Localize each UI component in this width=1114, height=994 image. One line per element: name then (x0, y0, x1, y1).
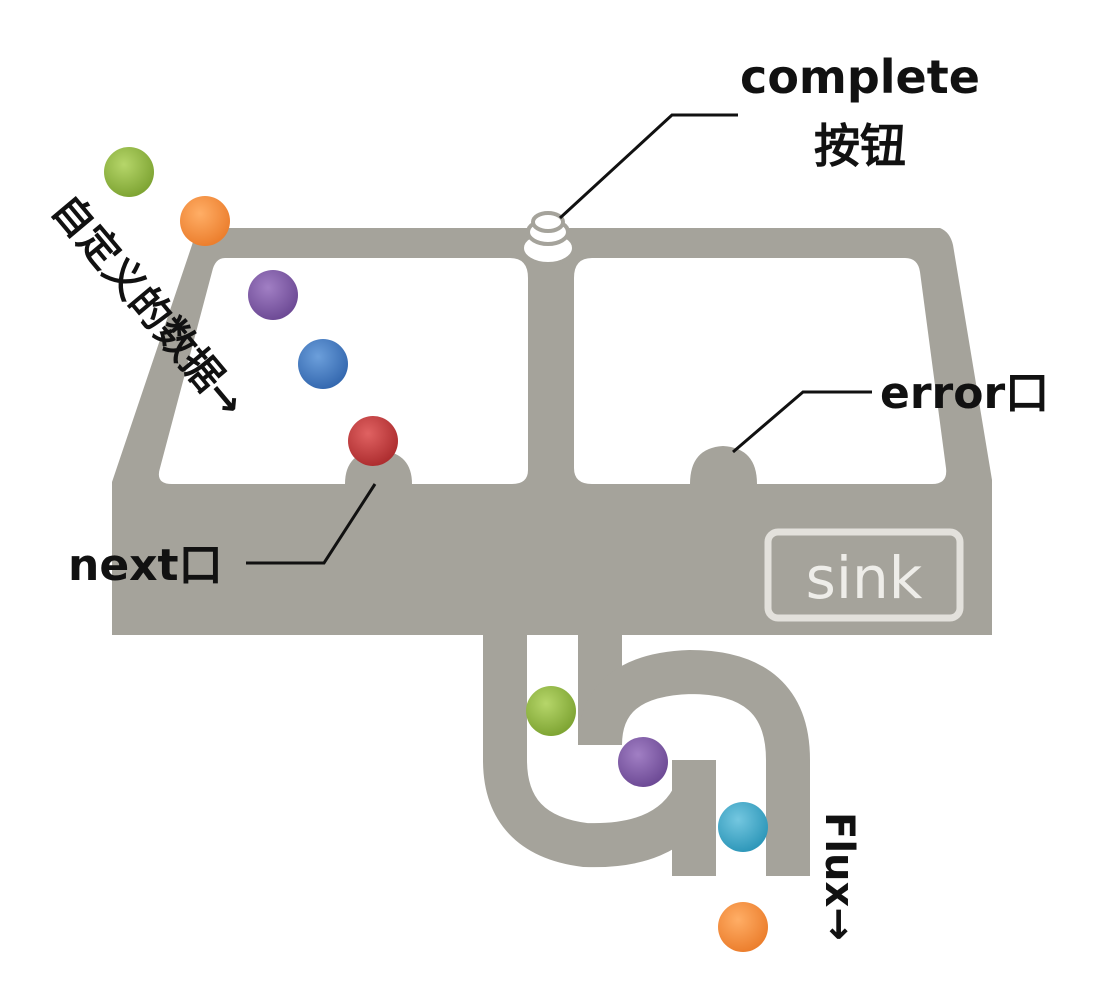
error-port-label: error口 (880, 368, 1049, 419)
flux-label: Flux→ (816, 812, 862, 941)
ball-orange-out (718, 902, 768, 952)
sink-label-box (764, 528, 964, 622)
ball-purple-top (248, 270, 298, 320)
drain-pipe (483, 630, 810, 876)
ball-blue-top (298, 339, 348, 389)
complete-button-knob (520, 211, 576, 266)
error-port (690, 446, 757, 484)
complete-leader-line (558, 113, 738, 220)
complete-label: complete (740, 50, 980, 104)
ball-purple-pipe (618, 737, 668, 787)
ball-cyan-pipe (718, 802, 768, 852)
sink-label: sink (806, 544, 923, 612)
next-leader-line (246, 483, 377, 565)
ball-green-pipe (526, 686, 576, 736)
ball-orange-top (180, 196, 230, 246)
ball-green-top (104, 147, 154, 197)
complete-label-button: 按钮 (814, 119, 906, 173)
error-leader-line (732, 390, 872, 454)
ball-red-top (348, 416, 398, 466)
next-port-label: next口 (68, 540, 223, 591)
